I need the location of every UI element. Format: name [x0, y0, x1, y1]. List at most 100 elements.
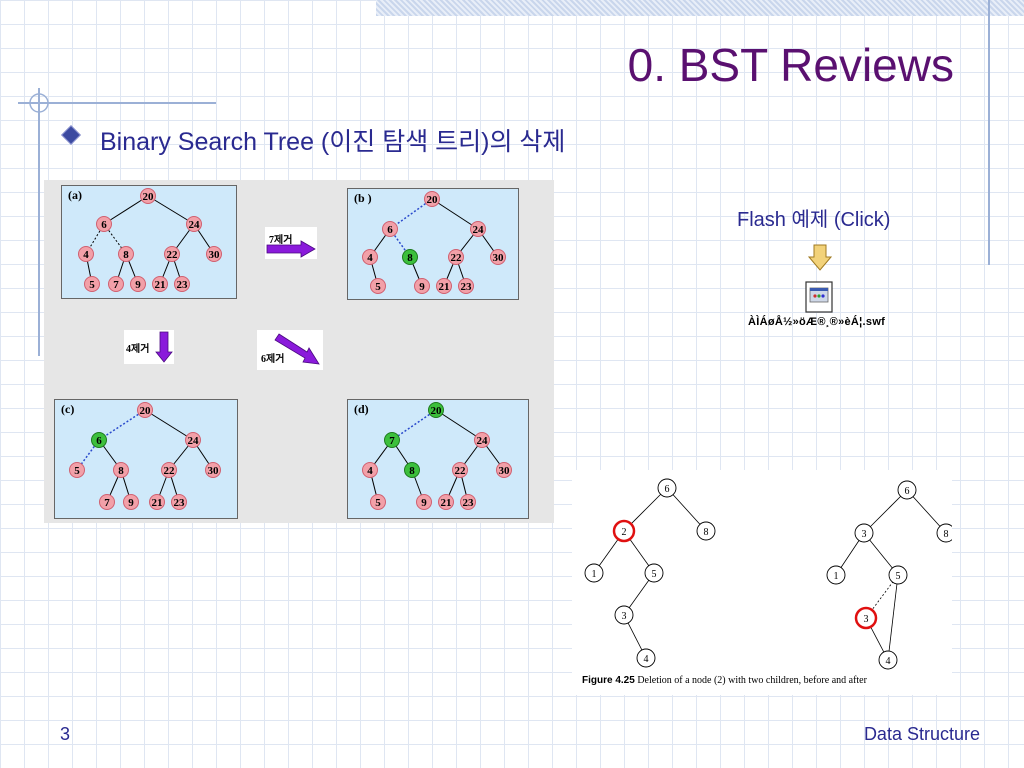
- svg-text:6: 6: [387, 224, 393, 236]
- highlighted-node: [91, 432, 107, 448]
- svg-text:30: 30: [499, 465, 511, 477]
- tree-panel-b: (b ) 20 6 24 4 8 22 30 5 9 21 23: [347, 188, 519, 300]
- svg-text:21: 21: [152, 497, 163, 509]
- svg-text:8: 8: [407, 252, 413, 264]
- page-number: 3: [60, 724, 71, 744]
- svg-text:9: 9: [419, 281, 425, 293]
- circled-node-before: [612, 519, 636, 543]
- highlighted-node: [402, 249, 418, 265]
- svg-text:23: 23: [174, 497, 186, 509]
- tree-d-diagram: 20 7 24 4 8 22 30 5 9 21 23: [362, 402, 512, 510]
- step-delete-6: 6제거: [257, 330, 323, 370]
- step-delete-7: 7제거: [265, 227, 317, 259]
- figure-caption-text: Deletion of a node (2) with two children…: [634, 675, 867, 686]
- svg-text:20: 20: [140, 405, 152, 417]
- svg-text:5: 5: [375, 497, 381, 509]
- figure-node: 3: [862, 529, 867, 540]
- svg-text:20: 20: [427, 194, 439, 206]
- highlighted-nodes: [384, 402, 444, 478]
- figure-node: 8: [944, 529, 949, 540]
- svg-text:30: 30: [493, 252, 505, 264]
- deletion-steps-panel: (a) 20 6 24 4 8 22 30 5 7 9 21 23 (b ): [44, 180, 554, 523]
- svg-text:4: 4: [367, 252, 373, 264]
- tree-a-diagram: 20 6 24 4 8 22 30 5 7 9 21 23: [78, 188, 222, 292]
- svg-text:6: 6: [96, 435, 102, 447]
- figure-node: 5: [652, 569, 657, 580]
- step-label: 6제거: [261, 354, 285, 365]
- svg-text:21: 21: [441, 497, 452, 509]
- step-label: 4제거: [126, 344, 150, 355]
- tree-panel-label: (d): [354, 402, 369, 416]
- svg-text:30: 30: [208, 465, 220, 477]
- right-vertical-rule: [988, 0, 990, 265]
- svg-text:24: 24: [189, 219, 201, 231]
- svg-text:9: 9: [135, 279, 141, 291]
- circled-node-after: [854, 606, 878, 630]
- swf-file-name[interactable]: ÀÌÁøÅ½»öÆ®¸®»èÁ¦.swf: [748, 316, 886, 328]
- tree-panel-label: (b ): [354, 191, 372, 205]
- svg-text:22: 22: [451, 252, 463, 264]
- svg-text:5: 5: [74, 465, 80, 477]
- figure-node: 4: [886, 656, 891, 667]
- svg-text:22: 22: [164, 465, 176, 477]
- swf-file-icon[interactable]: [802, 280, 836, 314]
- svg-text:8: 8: [123, 249, 129, 261]
- svg-text:5: 5: [375, 281, 381, 293]
- svg-text:23: 23: [461, 281, 473, 293]
- left-horizontal-rule: [18, 102, 216, 104]
- svg-text:4: 4: [83, 249, 89, 261]
- top-decoration-band: [376, 0, 1024, 16]
- svg-text:24: 24: [473, 224, 485, 236]
- step-delete-4: 4제거: [124, 330, 174, 364]
- figure-node: 8: [704, 527, 709, 538]
- flash-example-label: Flash 예제 (Click): [737, 209, 891, 231]
- figure-trees-diagram: 6 2 8 1 5 3 4 6 3 8 1 5 3 4: [584, 478, 956, 670]
- step-label: 7제거: [269, 235, 293, 246]
- svg-text:30: 30: [209, 249, 221, 261]
- tree-panel-label: (a): [68, 188, 82, 202]
- tree-panel-a: (a) 20 6 24 4 8 22 30 5 7 9 21 23: [61, 185, 237, 299]
- svg-text:7: 7: [389, 435, 395, 447]
- svg-text:23: 23: [177, 279, 189, 291]
- figure-node: 1: [834, 571, 839, 582]
- svg-text:8: 8: [409, 465, 415, 477]
- figure-node: 2: [622, 527, 627, 538]
- figure-node: 3: [864, 614, 869, 625]
- diamond-bullet-icon: [61, 125, 81, 145]
- svg-text:20: 20: [143, 191, 155, 203]
- slide-title: 0. BST Reviews: [627, 39, 954, 91]
- svg-text:22: 22: [167, 249, 179, 261]
- footer-course-name: Data Structure: [863, 724, 980, 744]
- svg-text:9: 9: [421, 497, 427, 509]
- diagonal-arrow-icon: [274, 333, 320, 365]
- figure-node: 6: [665, 484, 670, 495]
- svg-text:21: 21: [439, 281, 450, 293]
- figure-node: 4: [644, 654, 649, 665]
- svg-text:7: 7: [113, 279, 119, 291]
- figure-node: 1: [592, 569, 597, 580]
- figure-caption: Figure 4.25 Deletion of a node (2) with …: [582, 675, 867, 686]
- svg-text:22: 22: [455, 465, 467, 477]
- slide-subtitle: Binary Search Tree (이진 탐색 트리)의 삭제: [100, 128, 566, 156]
- figure-caption-label: Figure 4.25: [582, 675, 635, 686]
- textbook-figure: 6 2 8 1 5 3 4 6 3 8 1 5 3 4 Figure 4.25 …: [572, 470, 956, 695]
- svg-text:20: 20: [431, 405, 443, 417]
- svg-text:6: 6: [101, 219, 107, 231]
- svg-text:23: 23: [463, 497, 475, 509]
- svg-text:24: 24: [477, 435, 489, 447]
- svg-text:5: 5: [89, 279, 95, 291]
- svg-text:9: 9: [128, 497, 134, 509]
- svg-text:7: 7: [104, 497, 110, 509]
- tree-b-diagram: 20 6 24 4 8 22 30 5 9 21 23: [362, 191, 506, 294]
- svg-text:21: 21: [155, 279, 166, 291]
- svg-text:4: 4: [367, 465, 373, 477]
- figure-node: 3: [622, 611, 627, 622]
- right-arrow-icon: [266, 240, 316, 258]
- down-arrow-icon: [155, 331, 173, 363]
- tree-panel-label: (c): [61, 402, 75, 416]
- svg-text:24: 24: [188, 435, 200, 447]
- figure-node: 6: [905, 486, 910, 497]
- figure-node: 5: [896, 571, 901, 582]
